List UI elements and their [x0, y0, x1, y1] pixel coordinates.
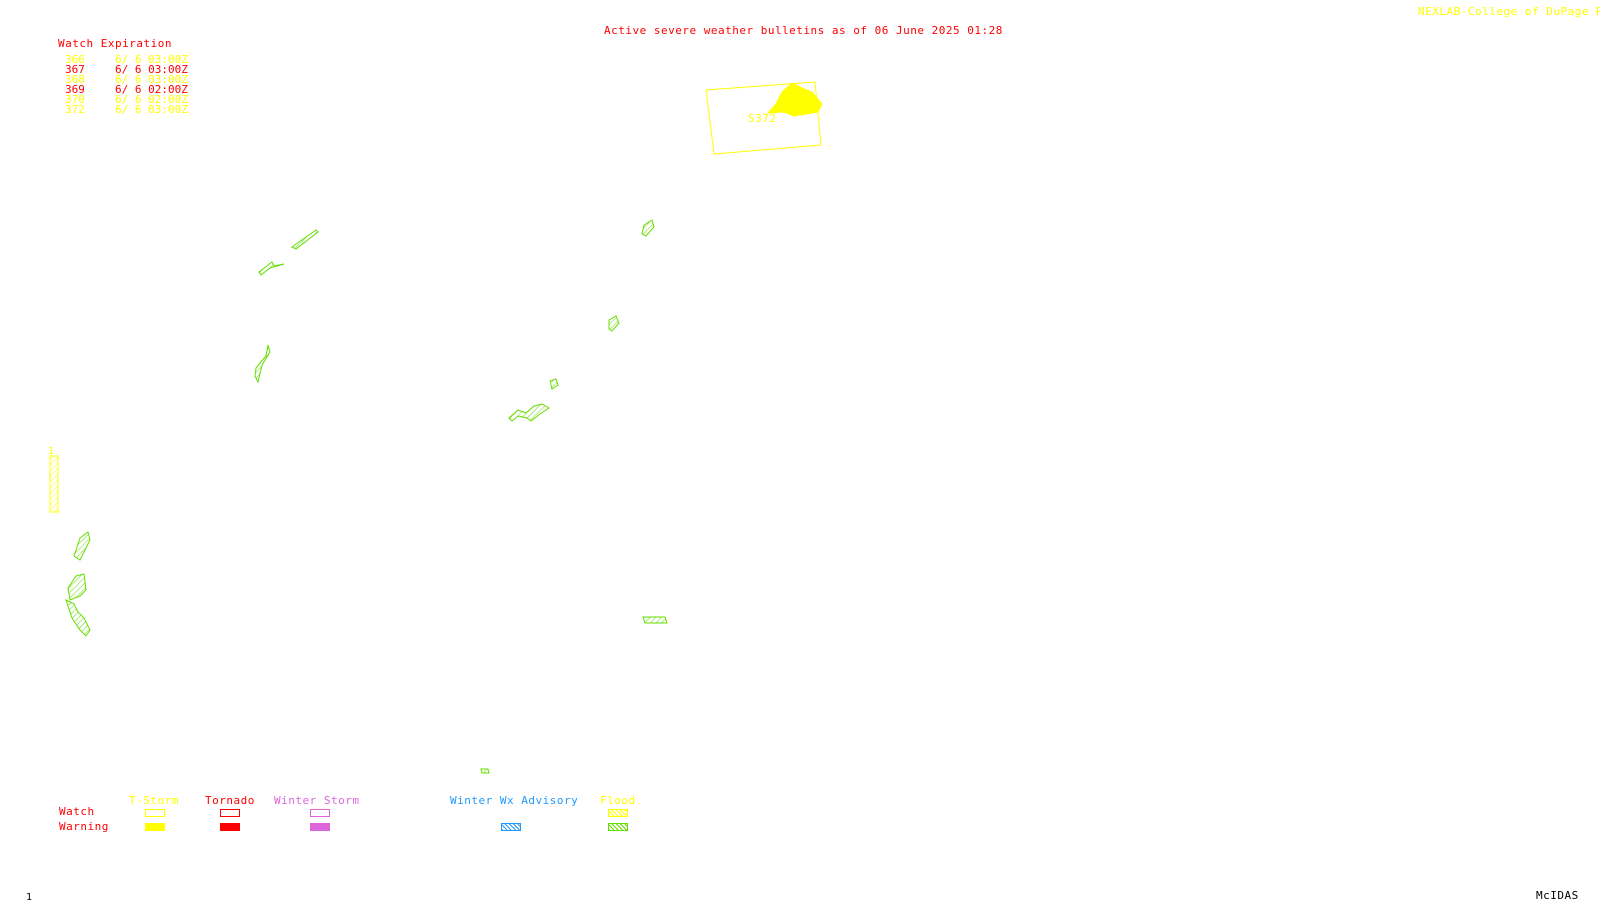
watch-expires: 6/ 6 02:00Z [115, 83, 188, 96]
watch-expires: 6/ 6 03:00Z [115, 73, 188, 86]
page-title: Active severe weather bulletins as of 06… [604, 24, 1003, 37]
legend-winter-wx-advisory-swatch [501, 823, 521, 831]
watch-id: 370 [65, 93, 85, 106]
legend-tornado-warning-swatch [220, 823, 240, 831]
legend-tstorm-warning-swatch [145, 823, 165, 831]
legend-winter-storm-warning-swatch [310, 823, 330, 831]
legend-row-warning: Warning [59, 820, 109, 833]
legend-flood-label: Flood [600, 794, 636, 807]
flood-warning-polygons [49, 219, 668, 774]
legend-tstorm-watch-swatch [145, 809, 165, 817]
legend-tstorm-label: T-Storm [129, 794, 179, 807]
flood-marker-label: 1 [48, 446, 55, 457]
watch-expires: 6/ 6 03:00Z [115, 63, 188, 76]
watch-box-372 [705, 81, 822, 155]
legend-flood-watch-swatch [608, 809, 628, 817]
watch-id: 367 [65, 63, 85, 76]
frame-number: 1 [26, 892, 33, 903]
legend-tornado-label: Tornado [205, 794, 255, 807]
watch-id: 366 [65, 53, 85, 66]
watch-id: 372 [65, 103, 85, 116]
legend-winter-wx-advisory-label: Winter Wx Advisory [450, 794, 579, 807]
watch-expires: 6/ 6 02:00Z [115, 93, 188, 106]
watch-list-heading: Watch Expiration [58, 37, 172, 50]
software-label: McIDAS [1536, 889, 1579, 902]
watch-box-label: S372 [748, 112, 777, 125]
watch-id: 369 [65, 83, 85, 96]
legend-row-watch: Watch [59, 805, 95, 818]
tstorm-warning-polygon [766, 82, 823, 117]
watch-id: 368 [65, 73, 85, 86]
legend-tornado-watch-swatch [220, 809, 240, 817]
legend-flood-warning-swatch [608, 823, 628, 831]
credit-label: NEXLAB-College of DuPage R [1418, 5, 1600, 18]
watch-expires: 6/ 6 03:00Z [115, 103, 188, 116]
legend-winter-storm-label: Winter Storm [274, 794, 360, 807]
legend-winter-storm-watch-swatch [310, 809, 330, 817]
watch-expires: 6/ 6 03:00Z [115, 53, 188, 66]
